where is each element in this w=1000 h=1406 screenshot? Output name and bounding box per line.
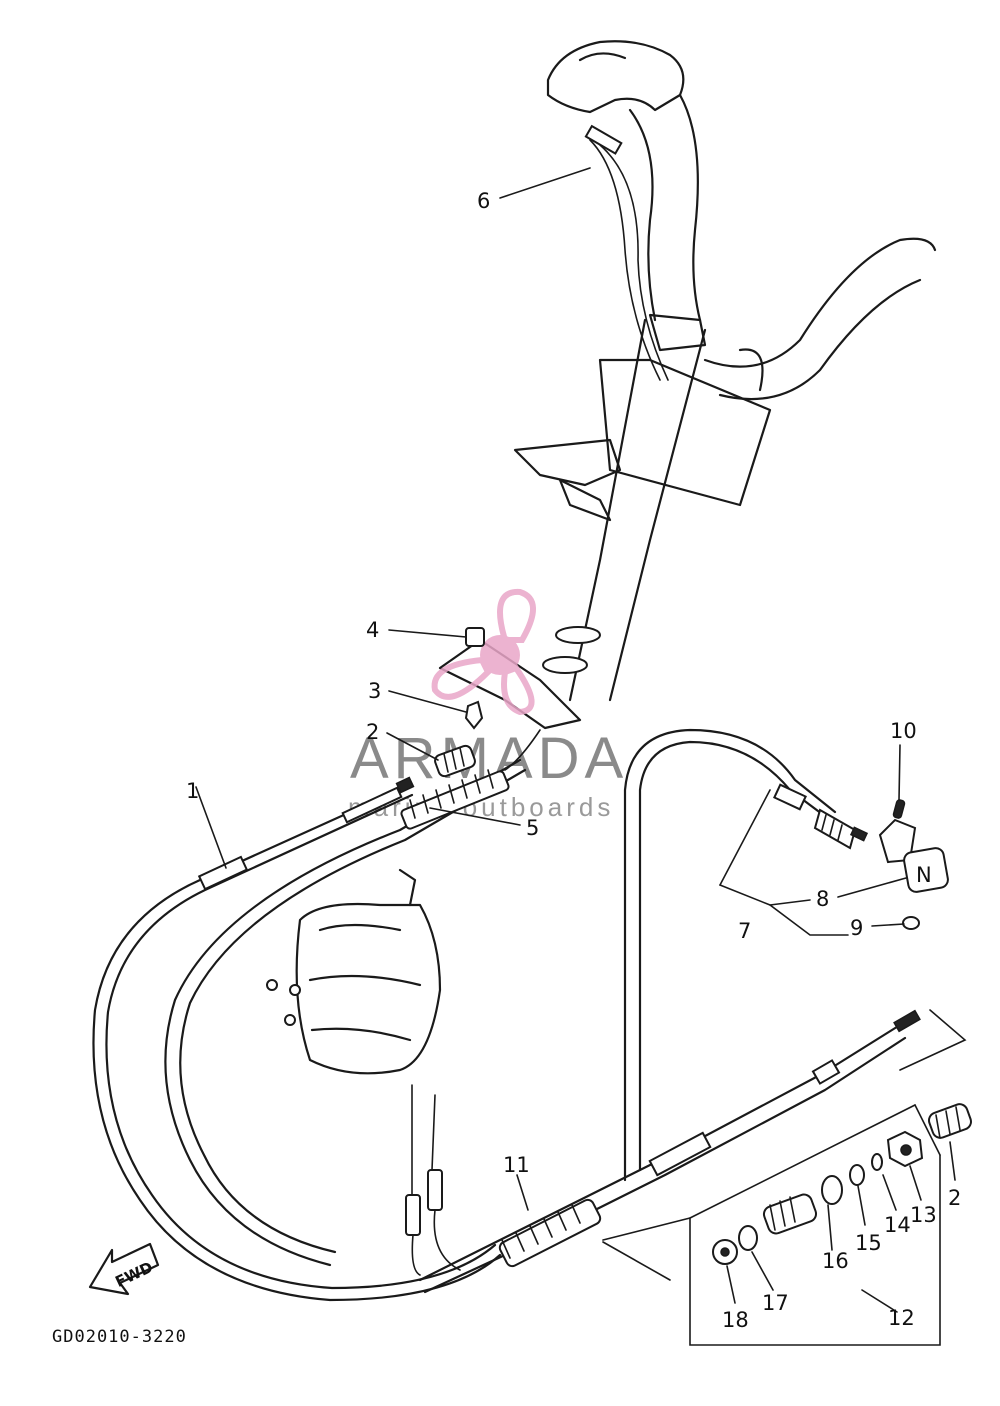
small-parts-column (434, 627, 485, 778)
oring-part-13 (871, 1153, 883, 1171)
callout-5: 5 (526, 816, 539, 840)
fwd-arrow: FWD (88, 1242, 160, 1296)
seal-group (602, 1009, 972, 1346)
callout-3: 3 (368, 679, 381, 703)
callout-8: 8 (816, 887, 829, 911)
callout-17: 17 (762, 1291, 789, 1315)
nut-part-4 (465, 627, 485, 647)
indicator-letter: N (916, 863, 932, 887)
indicator-plate-part-8 (903, 847, 949, 893)
callout-6: 6 (477, 189, 490, 213)
callout-12: 12 (888, 1306, 915, 1330)
callout-7: 7 (738, 919, 751, 943)
leader-lines (195, 167, 956, 1313)
callout-11: 11 (503, 1153, 530, 1177)
callout-4: 4 (366, 618, 379, 642)
fitting-part-16 (762, 1193, 818, 1235)
shift-cables (92, 729, 541, 1302)
callout-18: 18 (722, 1308, 749, 1332)
callout-13: 13 (910, 1203, 937, 1227)
callout-16: 16 (822, 1249, 849, 1273)
callout-2: 2 (366, 720, 379, 744)
cable-7 (623, 728, 869, 1182)
callout-15: 15 (855, 1231, 882, 1255)
callout-2b: 2 (948, 1186, 961, 1210)
callout-14: 14 (884, 1213, 911, 1237)
washer-part-14 (849, 1164, 865, 1186)
reference-code: GD02010-3220 (52, 1327, 187, 1347)
screw-part-3 (464, 700, 484, 730)
spacer-part-15 (821, 1175, 843, 1205)
bracket-part-10 (878, 818, 917, 864)
engine-unit (266, 868, 461, 1276)
cable-11 (418, 1009, 921, 1294)
handlebar-assembly (438, 40, 937, 730)
callout-1: 1 (186, 779, 199, 803)
indicator-parts: N (878, 799, 949, 930)
fwd-label: FWD (112, 1258, 155, 1291)
callout-numbers: 6 4 3 2 1 5 10 8 7 9 11 12 18 17 16 15 1… (186, 189, 961, 1332)
propeller-logo (431, 588, 536, 716)
oring-part-17 (738, 1225, 758, 1251)
callout-10: 10 (890, 719, 917, 743)
callout-9: 9 (850, 916, 863, 940)
screw-part-9 (902, 916, 920, 930)
